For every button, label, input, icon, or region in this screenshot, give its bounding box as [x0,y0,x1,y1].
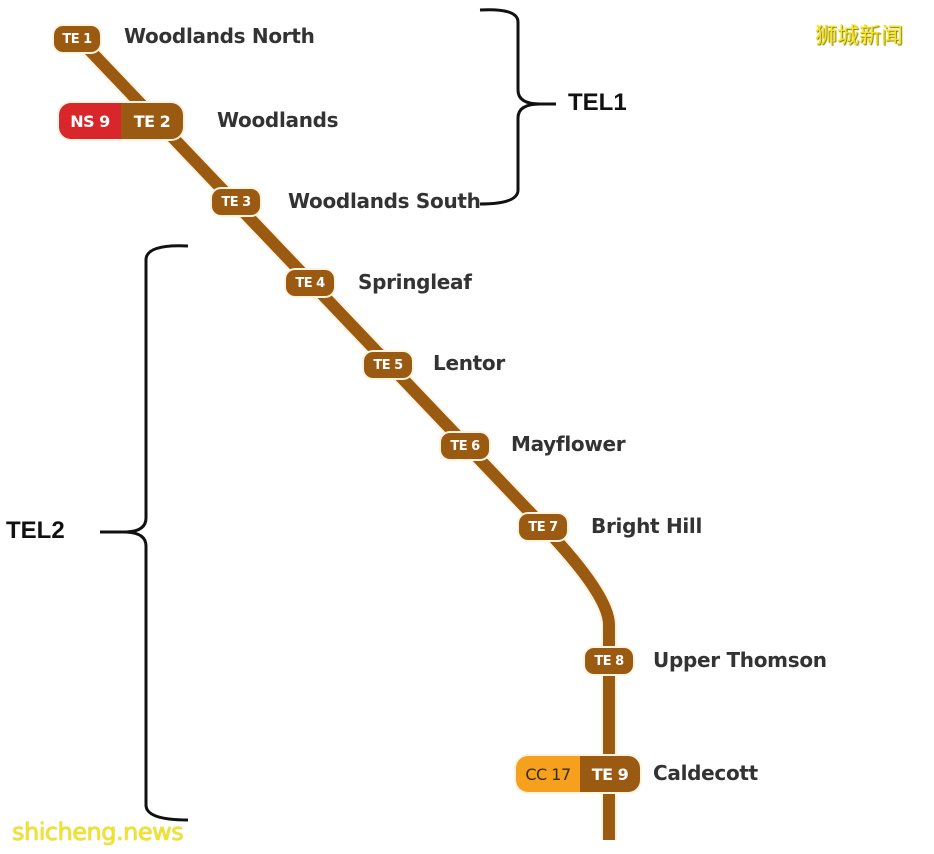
station-code-ns9: NS 9 [59,103,121,139]
tel1-brace-icon [479,8,541,206]
station-code-te1: TE 1 [54,26,100,52]
station-name-bright-hill: Bright Hill [591,514,703,538]
station-code-te3: TE 3 [212,189,260,215]
group-label-tel1: TEL1 [568,89,627,116]
station-code-te7: TE 7 [519,514,567,540]
station-name-woodlands: Woodlands [217,108,339,132]
station-code-te4: TE 4 [286,270,334,296]
station-name-springleaf: Springleaf [358,270,472,294]
group-label-tel2: TEL2 [6,517,65,544]
station-code-te8: TE 8 [585,648,633,674]
station-code-te5: TE 5 [364,352,412,378]
station-code-woodlands-interchange: NS 9 TE 2 [59,103,183,139]
tel2-brace-icon [123,244,189,822]
watermark-english: shicheng.news [12,818,184,846]
station-name-woodlands-north: Woodlands North [124,24,315,48]
watermark-chinese: 狮城新闻 [815,24,904,49]
station-code-te2: TE 2 [121,103,183,139]
station-name-woodlands-south: Woodlands South [288,189,481,213]
station-name-lentor: Lentor [433,351,505,375]
station-code-te9: TE 9 [580,756,640,792]
station-name-upper-thomson: Upper Thomson [653,648,827,672]
station-name-caldecott: Caldecott [653,761,758,785]
station-name-mayflower: Mayflower [511,432,626,456]
station-code-cc17: CC 17 [516,756,580,792]
station-code-te6: TE 6 [441,433,489,459]
station-code-caldecott-interchange: CC 17 TE 9 [516,756,640,792]
